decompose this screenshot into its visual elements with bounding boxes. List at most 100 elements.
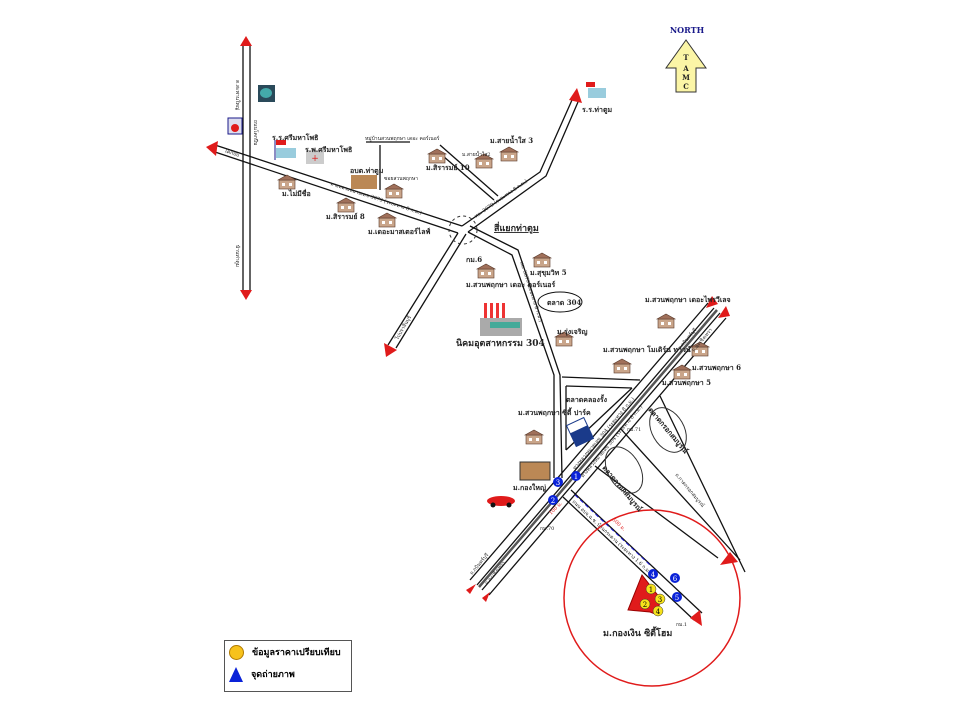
label: ไปปราจีนบุรี: [393, 314, 413, 342]
label: ซอยสวนพฤกษา: [384, 176, 418, 182]
photo-point-marker[interactable]: 5: [672, 592, 682, 602]
house-icon: [612, 358, 632, 374]
marker-number: 3: [556, 479, 560, 487]
landmarks: +: [227, 82, 710, 508]
road-end-arrow-icon: [706, 296, 718, 308]
price-point-marker[interactable]: 2: [639, 598, 651, 610]
photo-markers: 1 2 3 4 5 6: [548, 471, 682, 602]
north-letter: T: [683, 53, 689, 62]
road-end-arrow-icon: [690, 610, 702, 626]
price-point-marker[interactable]: 4: [652, 605, 664, 617]
label: ม.สวนพฤกษา เดอะไพรวีเลจ: [645, 295, 731, 304]
school-icon: [586, 82, 606, 98]
label: ร.ร.ท่าตูม: [582, 105, 612, 115]
label: บ้านท่าตูม: [234, 245, 241, 267]
photo-point-marker[interactable]: 3: [553, 477, 563, 487]
label: ม.สวนพฤกษา โมเดิร์น ทาวน์: [603, 345, 691, 354]
school-icon: [274, 140, 296, 160]
house-icon: [384, 183, 404, 199]
road-end-arrow-icon: [240, 36, 252, 46]
marker-number: 6: [673, 575, 678, 583]
label: ม.ไม่มีชื่อ: [282, 188, 311, 198]
photo-point-marker[interactable]: 6: [670, 573, 680, 583]
photo-point-marker[interactable]: 4: [648, 569, 658, 579]
road-end-arrow-icon: [384, 343, 397, 357]
marker-number: 3: [658, 596, 662, 604]
label: ม.สิรารมย์ 10: [426, 163, 470, 172]
price-point-marker[interactable]: 3: [654, 593, 666, 605]
tesco-icon: [565, 416, 595, 448]
house-icon: [427, 148, 447, 164]
label: นิคมอุตสาหกรรม 304: [456, 338, 545, 349]
house-icon: [656, 313, 676, 329]
house-icon: [336, 197, 356, 213]
north-arrow: NORTH T A M C: [665, 25, 707, 93]
marker-number: 2: [643, 601, 647, 609]
house-icon: [277, 174, 297, 190]
road-end-arrow-icon: [206, 141, 218, 156]
label: กม.6: [466, 255, 482, 264]
label: ถ.กาดกรอกสมบูรณ์: [673, 472, 706, 509]
label: กม.71: [627, 427, 641, 433]
project-label: ม.กองเงิน ซิตี้โฮม: [603, 626, 672, 639]
radius-circle: [563, 509, 741, 687]
marker-number: 4: [656, 608, 661, 616]
factory-icon: [480, 303, 522, 336]
label: สี่แยกท่าตูม: [493, 221, 538, 234]
label: ม.สวนพฤกษา 5: [662, 378, 711, 387]
marker-number: 4: [651, 571, 656, 579]
office-building-icon: [351, 175, 551, 481]
price-markers: 1 2 3 4: [639, 583, 666, 617]
label: ม.สวนพฤกษา 6: [692, 363, 741, 372]
label: ม.สวนพฤกษา เดอะ คอร์เนอร์: [466, 280, 555, 289]
svg-text:+: +: [311, 154, 319, 164]
house-icon: [377, 212, 397, 228]
price-marker-icon: [229, 644, 244, 660]
label: ม.สิรารมย์ 8: [326, 212, 365, 221]
north-letter: A: [682, 64, 689, 73]
label: หมู่บ้านสวนพฤกษา เดอะ คอร์เนอร์: [365, 135, 440, 142]
label: ตลาดคลองรั้ง: [566, 393, 608, 404]
road-end-arrow-icon: [718, 306, 730, 318]
marker-number: 1: [649, 586, 653, 594]
house-icon: [524, 429, 544, 445]
marker-number: 1: [574, 473, 578, 481]
gas-station-icon: [258, 85, 275, 102]
label: ทล. 3079 (ระยะทาง 8 ก.ม.): [473, 178, 529, 220]
road-end-arrow-icon: [569, 88, 582, 103]
roads: [206, 36, 746, 687]
house-icon: [532, 252, 552, 268]
north-letter: M: [682, 73, 690, 82]
photo-marker-icon: [229, 666, 243, 682]
label: กม.1: [676, 622, 687, 628]
north-letter: C: [683, 82, 689, 91]
label: กม.70: [540, 526, 554, 532]
house-icon: [499, 146, 519, 162]
house-icon: [476, 263, 496, 279]
road-end-arrow-icon: [482, 592, 490, 602]
car-icon: [487, 496, 515, 508]
legend-item-photo: จุดถ่ายภาพ: [229, 663, 351, 685]
legend: ข้อมูลราคาเปรียบเทียบ จุดถ่ายภาพ: [224, 640, 352, 692]
label: ตลาด 304: [547, 298, 581, 307]
label: ตลาดกรอกสมบูรณ์: [600, 464, 645, 515]
photo-point-marker[interactable]: 1: [571, 471, 581, 481]
label: ม.สุขุมวิท 5: [530, 268, 567, 277]
price-point-marker[interactable]: 1: [645, 583, 657, 595]
label: โคกปีบ: [223, 147, 240, 158]
house-icon: [672, 364, 692, 380]
gas-station-icon: [227, 117, 243, 135]
label: ต.สะพานใหญ่: [234, 80, 241, 110]
legend-label: จุดถ่ายภาพ: [251, 670, 295, 680]
north-label: NORTH: [670, 25, 705, 35]
label: อบต.ท่าตูม: [350, 166, 384, 176]
photo-point-marker[interactable]: 2: [548, 495, 558, 505]
marker-number: 5: [675, 594, 679, 602]
label: ร.พ.ศรีมหาโพธิ: [305, 145, 352, 154]
legend-label: ข้อมูลราคาเปรียบเทียบ: [252, 648, 341, 658]
label: ม.กองใหญ่: [513, 483, 546, 492]
label: ม.สายน้ำใส2: [462, 149, 491, 158]
label: ถนนโคกปีบ: [252, 120, 259, 145]
label: ร.ร.ศรีมหาโพธิ: [272, 133, 318, 142]
